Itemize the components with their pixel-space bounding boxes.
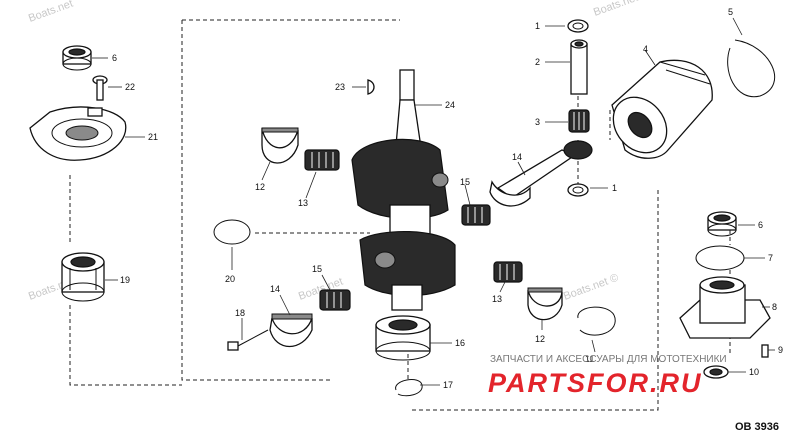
part-1-top-bushing	[567, 19, 589, 33]
part-6-seal-right	[707, 211, 737, 237]
callout-14-top: 14	[512, 152, 522, 162]
callout-labels: 1 2 3 4 5 6 22 21 23 24 12 13 14 15 1 20…	[112, 7, 783, 390]
leader-lines	[92, 17, 775, 386]
part-11-retaining-ring	[577, 306, 616, 336]
part-13-needle-cage-top	[304, 149, 340, 171]
callout-10: 10	[749, 367, 759, 377]
part-17-snap-ring	[395, 379, 423, 397]
brand-subtitle: ЗАПЧАСТИ И АКСЕССУАРЫ ДЛЯ МОТОТЕХНИКИ	[490, 354, 727, 365]
part-14-connecting-rod-top	[489, 140, 593, 207]
part-16-ball-bearing	[375, 315, 431, 361]
part-4-piston	[611, 59, 713, 159]
callout-11: 11	[585, 354, 594, 364]
part-12-bearing-half-top	[261, 127, 299, 164]
part-10-seal	[703, 365, 729, 379]
callout-17: 17	[443, 380, 453, 390]
brand-logo: PARTSFOR.RU	[488, 368, 703, 398]
part-20-sealing-ring	[213, 219, 251, 245]
callout-2: 2	[535, 57, 540, 67]
callout-24: 24	[445, 100, 455, 110]
part-19-roller-bearing	[61, 252, 105, 302]
part-14-rod-cap-lower	[269, 313, 313, 347]
callout-18: 18	[235, 308, 245, 318]
part-3-needle-bearing	[568, 109, 590, 133]
callout-15-lower: 15	[312, 264, 322, 274]
part-12-bearing-half-lower	[527, 287, 563, 321]
part-15-needle-bearing-top	[461, 204, 491, 226]
watermark-top-left: Boats.net	[27, 0, 75, 25]
part-6-seal-top	[62, 45, 92, 71]
part-24-crankshaft	[351, 69, 456, 311]
callout-6-right: 6	[758, 220, 763, 230]
callout-1-mid: 1	[612, 183, 617, 193]
part-1-mid-bushing	[567, 183, 589, 197]
callout-20: 20	[225, 274, 235, 284]
part-7-o-ring	[695, 245, 745, 271]
callout-4: 4	[643, 44, 648, 54]
callout-21: 21	[148, 132, 158, 142]
callout-12-top: 12	[255, 182, 265, 192]
part-21-retainer-plate	[29, 106, 127, 161]
part-15-needle-bearing-lower	[319, 289, 351, 311]
part-18-bolt	[227, 329, 269, 351]
callout-3: 3	[535, 117, 540, 127]
callout-1-top: 1	[535, 21, 540, 31]
callout-23: 23	[335, 82, 345, 92]
part-23-key	[367, 79, 375, 95]
callout-14-lower: 14	[270, 284, 280, 294]
part-22-screw	[92, 75, 108, 101]
callout-12-lower: 12	[535, 334, 545, 344]
callout-5: 5	[728, 7, 733, 17]
callout-6-top: 6	[112, 53, 117, 63]
part-8-bearing-housing	[679, 276, 771, 339]
watermark-right: Boats.net ©	[562, 272, 620, 303]
callout-16: 16	[455, 338, 465, 348]
part-2-piston-pin	[570, 39, 588, 95]
part-5-piston-ring	[727, 39, 776, 98]
callout-19: 19	[120, 275, 130, 285]
watermark-top-right: Boats.net	[592, 0, 640, 19]
callout-13-lower: 13	[492, 294, 502, 304]
callout-9: 9	[778, 345, 783, 355]
diagram-code: OB 3936	[735, 421, 779, 433]
part-13-needle-cage-lower	[493, 261, 523, 283]
callout-13-top: 13	[298, 198, 308, 208]
callout-7: 7	[768, 253, 773, 263]
part-9-screw	[761, 344, 769, 358]
callout-22: 22	[125, 82, 135, 92]
callout-15-top: 15	[460, 177, 470, 187]
callout-8: 8	[772, 302, 777, 312]
